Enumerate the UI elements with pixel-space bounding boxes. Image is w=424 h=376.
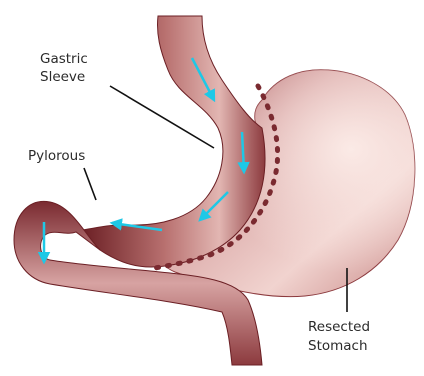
pylorous-leader-line — [84, 168, 96, 200]
resected-stomach-label-line2: Stomach — [308, 338, 368, 354]
gastric-sleeve-tube — [82, 16, 265, 267]
gastric-sleeve-label: Gastric Sleeve — [40, 51, 92, 85]
gastric-sleeve-label-line2: Sleeve — [40, 69, 85, 85]
pylorous-label: Pylorous — [28, 148, 85, 164]
resected-stomach-label: Resected Stomach — [308, 319, 374, 354]
resected-stomach-label-line1: Resected — [308, 319, 370, 335]
gastric-sleeve-label-line1: Gastric — [40, 51, 88, 67]
